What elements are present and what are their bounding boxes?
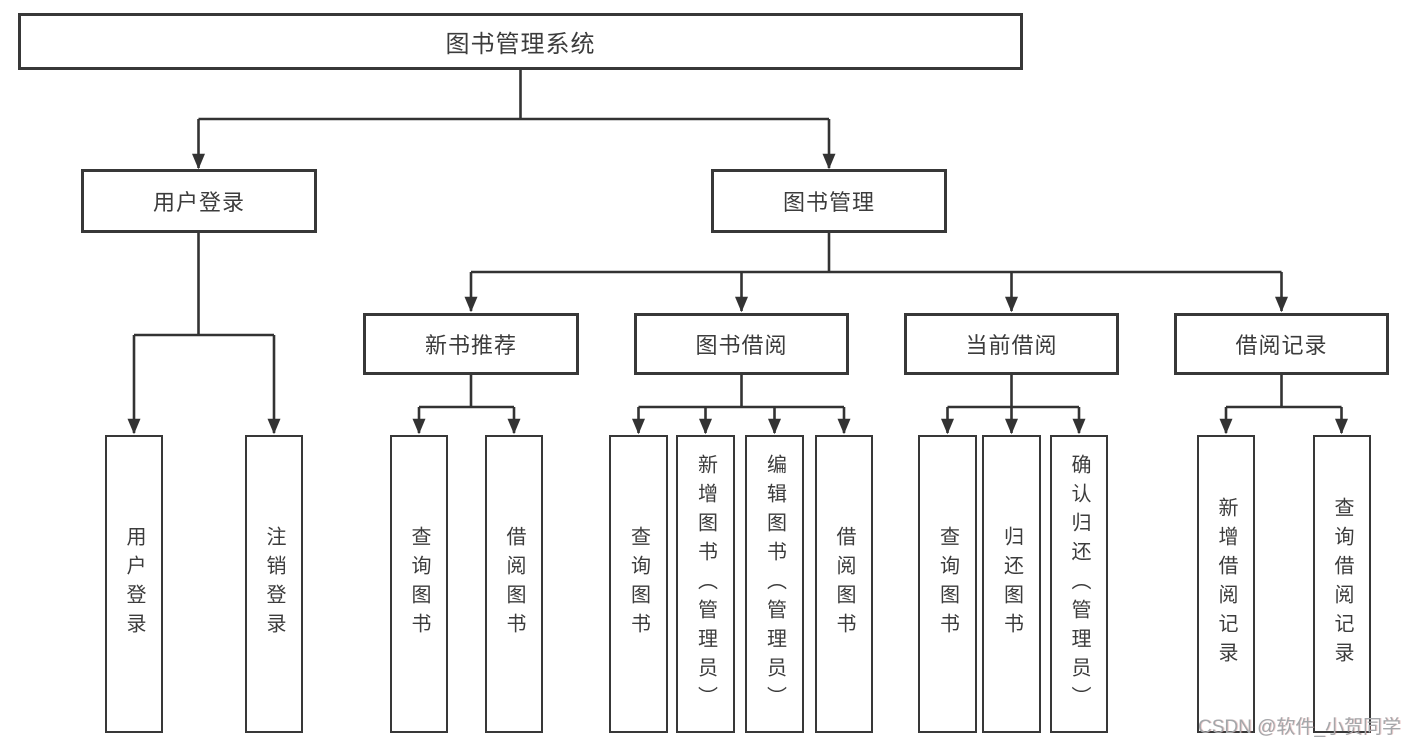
node-label: 图书管理系统 — [445, 31, 596, 58]
csdn-watermark: CSDN @软件_小贺同学 — [1198, 717, 1401, 738]
node-add-books-admin: 新增图书（管理员） — [676, 435, 735, 733]
node-label: 借阅记录 — [1235, 333, 1328, 358]
node-label: 查询图书 — [627, 526, 650, 642]
node-return-books: 归还图书 — [982, 435, 1041, 733]
node-current-borrowing: 当前借阅 — [904, 313, 1119, 375]
node-book-borrowing: 图书借阅 — [634, 313, 849, 375]
node-label: 新书推荐 — [424, 333, 517, 358]
node-query-books-current: 查询图书 — [918, 435, 977, 733]
node-label: 用户登录 — [123, 526, 145, 642]
node-new-book-recommendation: 新书推荐 — [363, 313, 579, 375]
node-label: 用户登录 — [152, 190, 245, 215]
node-borrowing-records: 借阅记录 — [1174, 313, 1389, 375]
node-label: 查询图书 — [408, 526, 430, 642]
node-label: 新增图书（管理员） — [694, 453, 717, 715]
node-borrow-books-recommend: 借阅图书 — [485, 435, 543, 733]
node-label: 当前借阅 — [965, 333, 1058, 358]
node-query-books-recommend: 查询图书 — [390, 435, 448, 733]
node-label: 新增借阅记录 — [1215, 497, 1237, 671]
node-label: 借阅图书 — [833, 526, 855, 642]
node-edit-books-admin: 编辑图书（管理员） — [745, 435, 804, 733]
node-borrow-books-borrowing: 借阅图书 — [815, 435, 873, 733]
node-label: 查询借阅记录 — [1331, 497, 1353, 671]
node-label: 图书管理 — [782, 190, 875, 215]
node-user-login-leaf: 用户登录 — [105, 435, 163, 733]
node-label: 查询图书 — [936, 526, 959, 642]
node-query-books-borrowing: 查询图书 — [609, 435, 668, 733]
node-label: 图书借阅 — [695, 333, 788, 358]
node-label: 编辑图书（管理员） — [763, 453, 786, 715]
node-query-borrow-record: 查询借阅记录 — [1313, 435, 1371, 733]
node-library-management-system: 图书管理系统 — [18, 13, 1023, 70]
node-add-borrow-record: 新增借阅记录 — [1197, 435, 1255, 733]
node-logout: 注销登录 — [245, 435, 303, 733]
node-label: 归还图书 — [1000, 526, 1023, 642]
node-confirm-return-admin: 确认归还（管理员） — [1050, 435, 1108, 733]
node-label: 确认归还（管理员） — [1068, 453, 1090, 715]
node-user-login: 用户登录 — [81, 169, 317, 233]
node-label: 借阅图书 — [503, 526, 525, 642]
node-label: 注销登录 — [263, 526, 285, 642]
node-book-management: 图书管理 — [711, 169, 947, 233]
